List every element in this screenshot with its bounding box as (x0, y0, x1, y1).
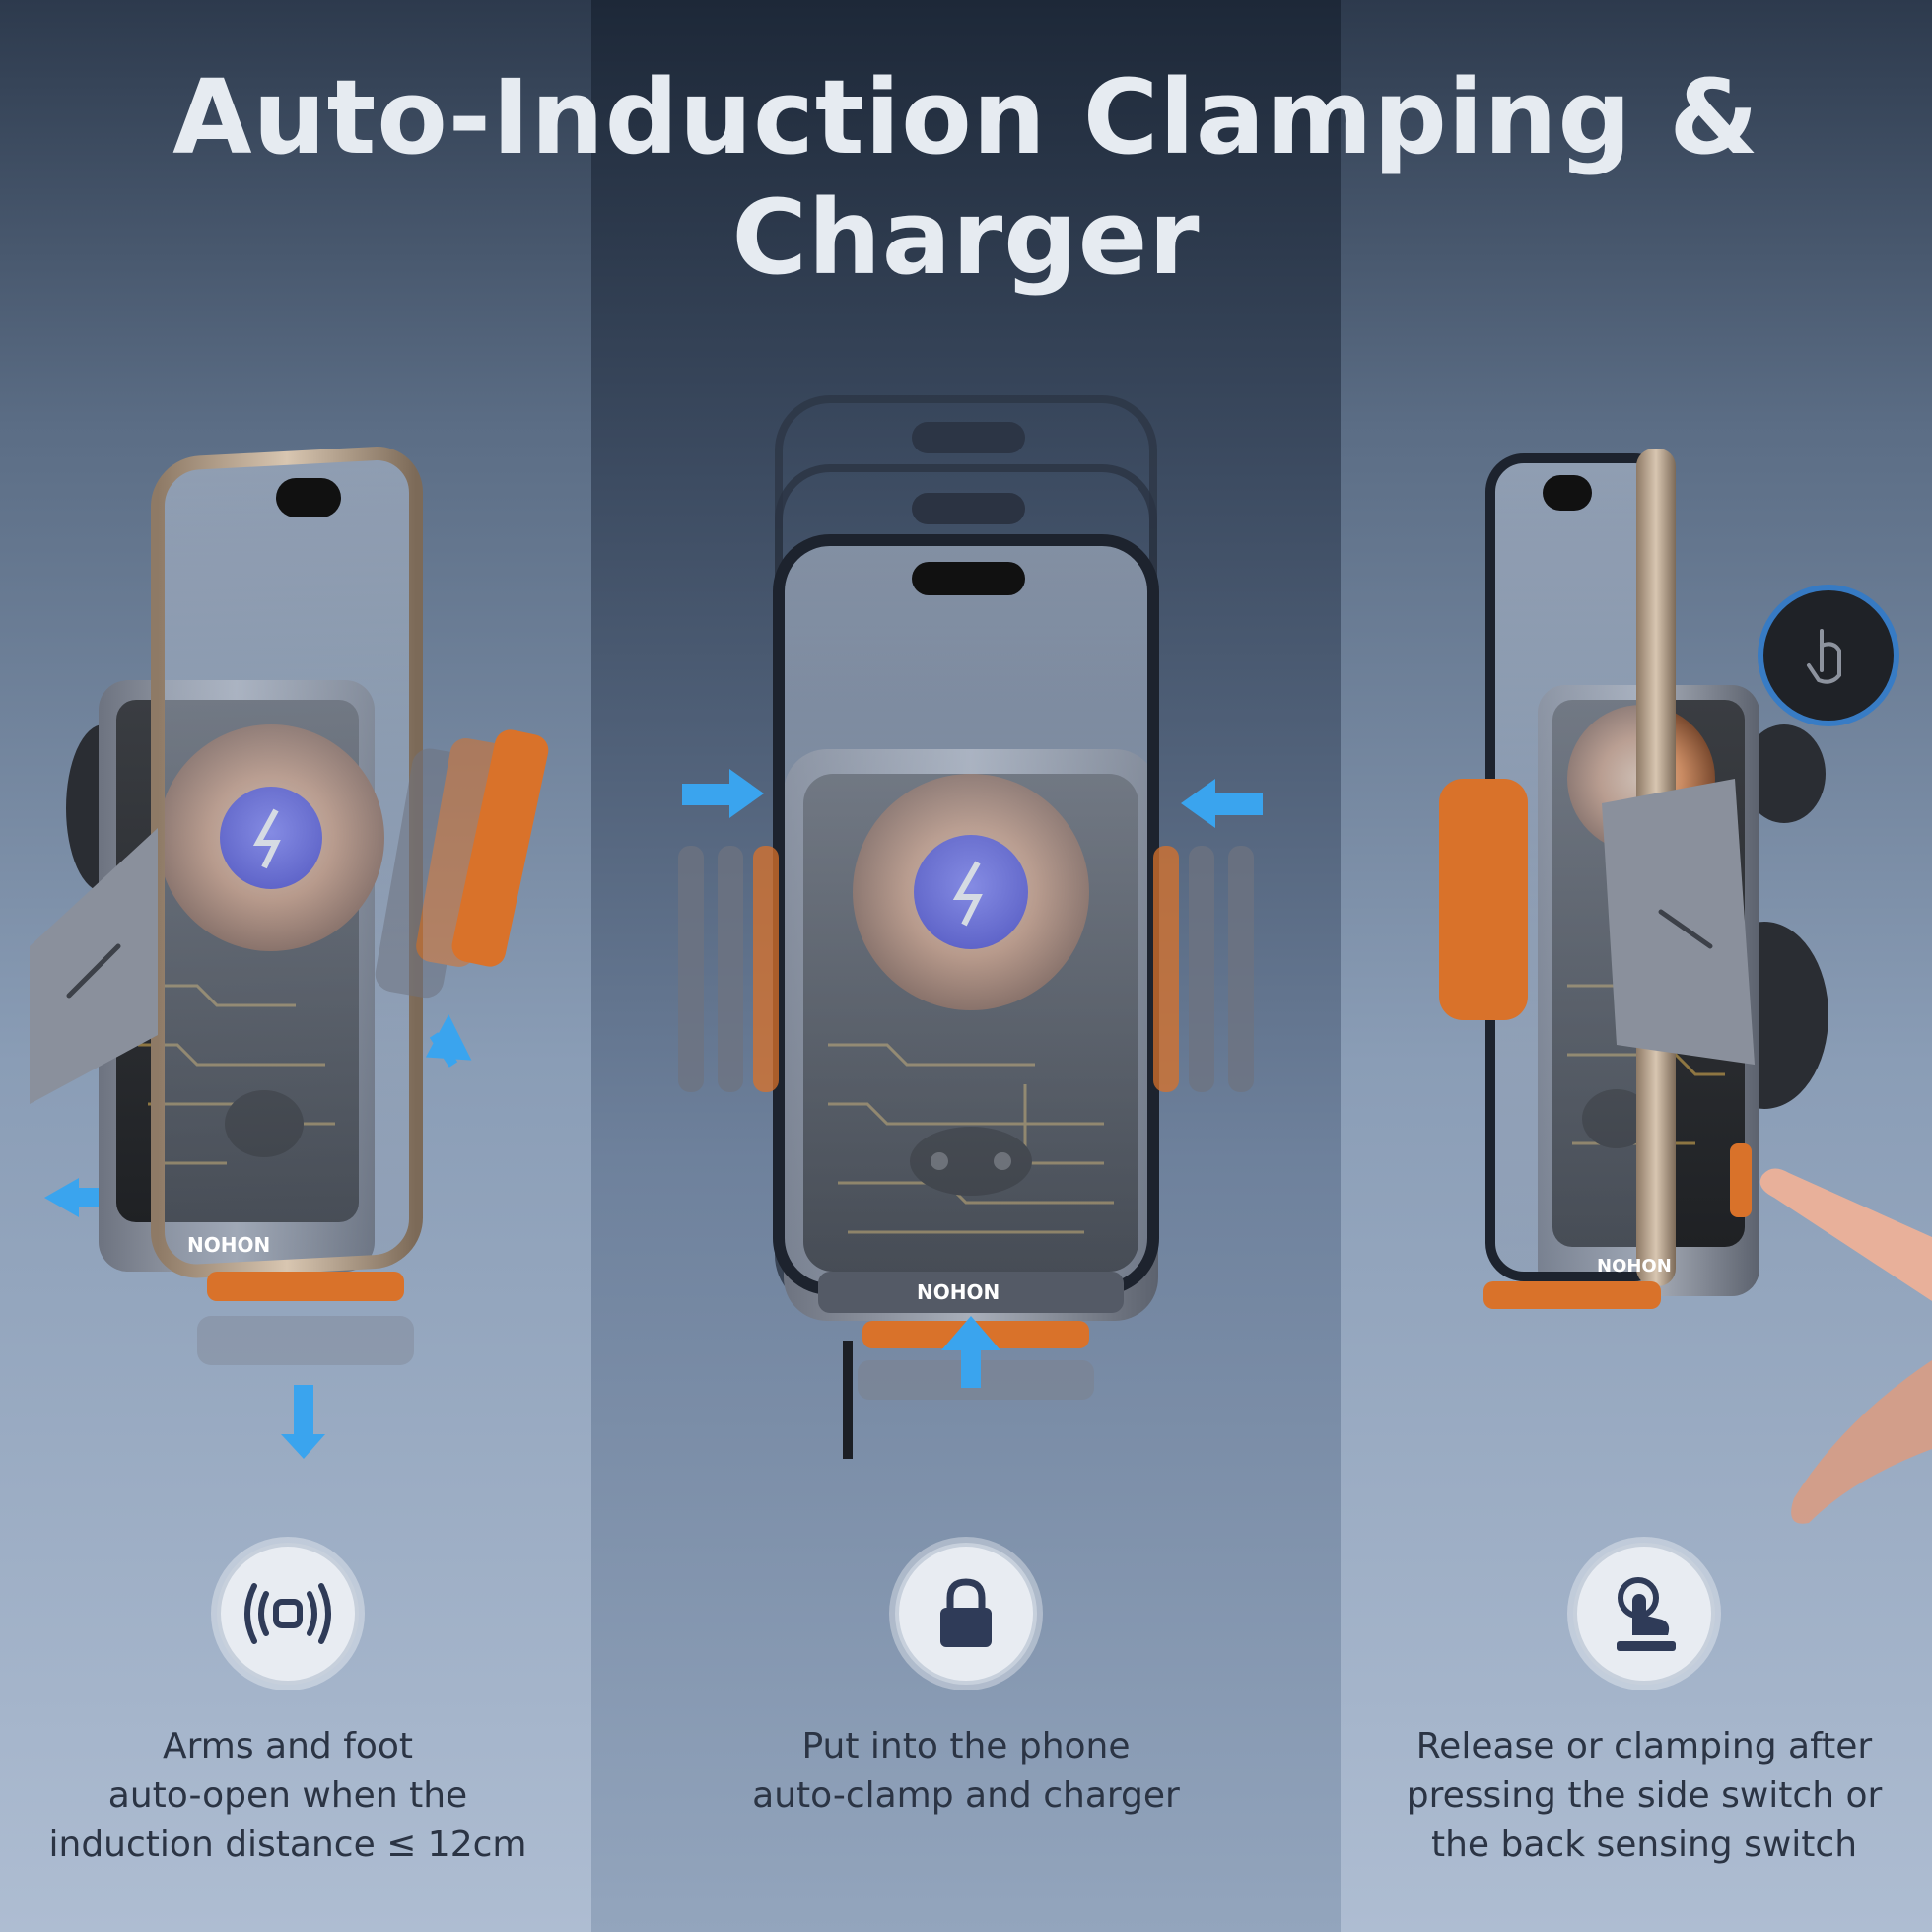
foot-ghost (197, 1316, 414, 1365)
pressing-finger (1760, 1168, 1932, 1301)
feature-caption: Put into the phone auto-clamp and charge… (752, 1726, 1180, 1816)
arrow-down-icon (281, 1434, 325, 1459)
left-arms (678, 846, 779, 1092)
foot-pad (1484, 1281, 1661, 1309)
right-arms (1153, 846, 1254, 1092)
lock-icon (940, 1578, 992, 1647)
dynamic-island (912, 562, 1025, 595)
feature-icon-badge (1573, 1543, 1715, 1685)
dynamic-island (276, 478, 341, 518)
holder-base (818, 1272, 1124, 1313)
brand-logo: NOHON (1597, 1256, 1672, 1276)
brand-logo: NOHON (917, 1280, 1000, 1304)
feature-caption: Release or clamping after pressing the s… (1406, 1726, 1883, 1865)
press-button-icon (1617, 1577, 1676, 1651)
arrow-right-icon (425, 1014, 472, 1068)
right-holder: NOHON (1439, 448, 1932, 1524)
phone-outline (151, 447, 423, 1278)
touch-icon (1807, 629, 1841, 684)
left-holder: NOHON (30, 447, 549, 1459)
arrow-left-icon (1181, 779, 1215, 828)
left-arm (30, 828, 158, 1104)
feature-auto-open: Arms and foot auto-open when the inducti… (0, 1543, 584, 1870)
dynamic-island (1543, 475, 1592, 511)
feature-icon-badge (895, 1543, 1037, 1685)
side-switch-button[interactable] (1730, 1143, 1752, 1217)
arrow-left-icon (44, 1178, 79, 1217)
phone-outline (773, 534, 1159, 1295)
back-sensing-switch[interactable] (1763, 590, 1894, 721)
feature-caption: Arms and foot auto-open when the inducti… (48, 1726, 527, 1865)
arrow-right-icon (729, 769, 764, 818)
vibration-sensor-icon (244, 1583, 331, 1644)
middle-holder: NOHON (678, 395, 1263, 1459)
feature-switch-release: Release or clamping after pressing the s… (1348, 1543, 1932, 1870)
foot-pad (207, 1272, 404, 1301)
page-title: Auto-Induction Clamping & Charger (172, 57, 1760, 298)
vent-clip-knob (1743, 724, 1826, 823)
feature-icon-badge (217, 1543, 359, 1685)
arrow-up-icon (941, 1316, 1000, 1350)
brand-logo: NOHON (187, 1233, 270, 1257)
feature-auto-clamp: Put into the phone auto-clamp and charge… (670, 1543, 1262, 1821)
left-arm-pad (1439, 779, 1528, 1020)
right-arm-pad (451, 729, 549, 967)
